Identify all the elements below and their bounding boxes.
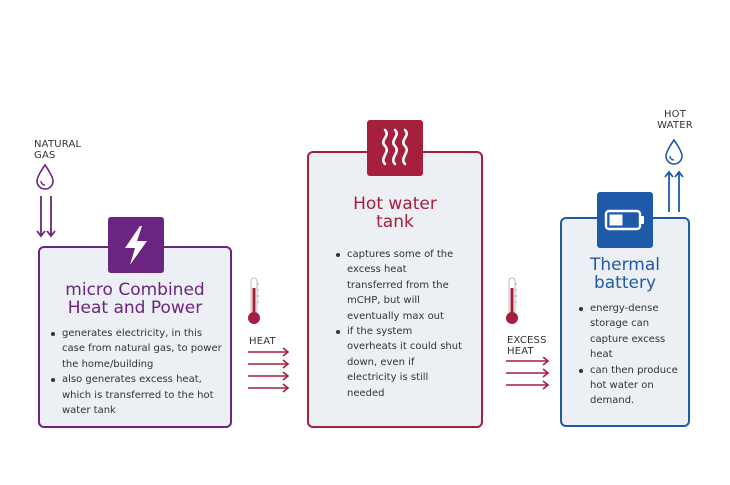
hot-water-up-arrows	[664, 170, 684, 212]
list-item: generates electricity, in this case from…	[50, 326, 228, 372]
list-item: also generates excess heat, which is tra…	[50, 372, 228, 418]
thermometer-icon	[248, 277, 260, 324]
excess-heat-label: EXCESS HEAT	[507, 335, 547, 357]
list-item: if the system overheats it could shut do…	[335, 324, 463, 401]
mchp-icon-box	[108, 217, 164, 273]
tank-box	[307, 151, 483, 428]
tank-icon-box	[367, 120, 423, 176]
list-item: can then produce hot water on demand.	[578, 363, 678, 409]
heat-arrows	[248, 347, 290, 393]
battery-bullet-list: energy-dense storage can capture excess …	[578, 301, 678, 409]
gas-droplet-icon	[36, 163, 54, 190]
hot-water-label: HOT WATER	[657, 109, 693, 131]
water-droplet-icon	[665, 138, 683, 165]
tank-bullet-list: captures some of the excess heat transfe…	[335, 247, 463, 401]
heat-waves-icon	[382, 128, 408, 166]
list-item: captures some of the excess heat transfe…	[335, 247, 463, 324]
battery-box	[560, 217, 690, 427]
lightning-bolt-icon	[125, 226, 147, 265]
heat-label: HEAT	[249, 336, 276, 347]
natural-gas-label: NATURAL GAS	[34, 139, 82, 161]
excess-heat-arrows	[506, 357, 550, 390]
mchp-bullet-list: generates electricity, in this case from…	[50, 326, 228, 418]
battery-title: Thermal battery	[589, 255, 660, 294]
tank-title: Hot water tank	[353, 194, 437, 233]
list-item: energy-dense storage can capture excess …	[578, 301, 678, 363]
battery-icon	[604, 209, 644, 231]
battery-icon-box	[597, 192, 653, 248]
mchp-title: micro Combined Heat and Power	[65, 280, 205, 319]
gas-down-arrows	[36, 196, 56, 238]
thermometer-icon	[506, 277, 518, 324]
